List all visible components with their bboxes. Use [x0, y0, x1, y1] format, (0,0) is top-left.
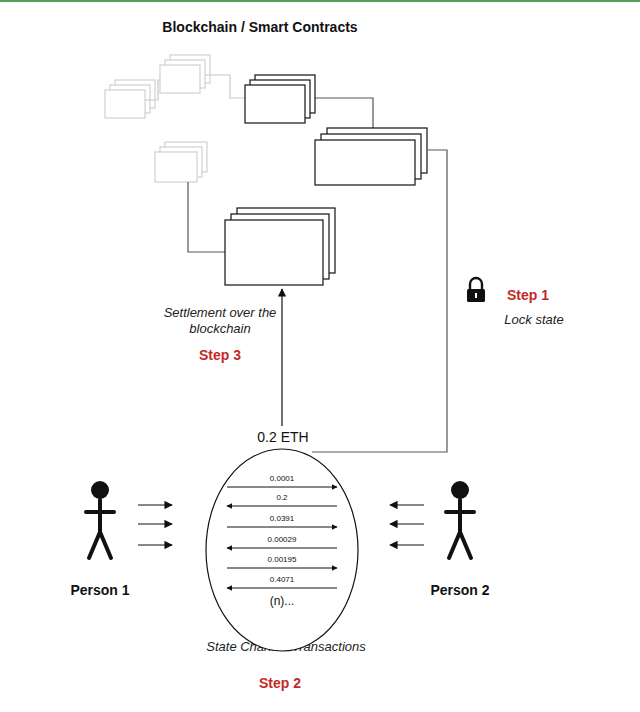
top-rule [0, 0, 640, 2]
state-channel-circle: 0.0001 0.2 0.0391 0.00029 0.00195 0.4071 (n)..… [205, 448, 359, 652]
diagram-title: Blockchain / Smart Contracts [162, 19, 357, 36]
transaction-amount: 0.0391 [270, 514, 294, 524]
step-label: Step 2 [259, 675, 301, 692]
step-label: Step 3 [199, 347, 241, 364]
person-figure [446, 481, 474, 558]
transaction-arrow [227, 548, 337, 549]
step-label: Step 1 [507, 287, 549, 304]
faded-blocks [105, 55, 210, 182]
block-stack [245, 75, 315, 123]
block-stack [315, 128, 427, 185]
transaction-amount: 0.2 [276, 493, 287, 503]
transaction-amount: 0.4071 [270, 575, 294, 585]
transaction-arrow [227, 527, 337, 528]
step-caption: Lock state [504, 312, 563, 328]
more-marker: (n)... [270, 594, 295, 608]
amount-label: 0.2 ETH [257, 429, 308, 446]
transaction-arrow [227, 588, 337, 589]
person-figure [86, 481, 114, 558]
transaction-amount: 0.00029 [268, 535, 297, 545]
transaction-arrow [227, 487, 337, 488]
settlement-arrow [281, 289, 282, 426]
lock-icon [467, 278, 485, 302]
transaction-arrow [227, 506, 337, 507]
transaction-amount: 0.0001 [270, 474, 294, 484]
transaction-amount: 0.00195 [268, 555, 297, 565]
step-caption: Settlement over the blockchain [161, 305, 279, 336]
person-label: Person 1 [70, 582, 129, 599]
block-stack [225, 208, 335, 285]
transaction-arrow [227, 568, 337, 569]
faded-chain-links [145, 75, 245, 100]
lock-line [312, 150, 447, 452]
person-label: Person 2 [430, 582, 489, 599]
circle-outline [206, 449, 358, 651]
